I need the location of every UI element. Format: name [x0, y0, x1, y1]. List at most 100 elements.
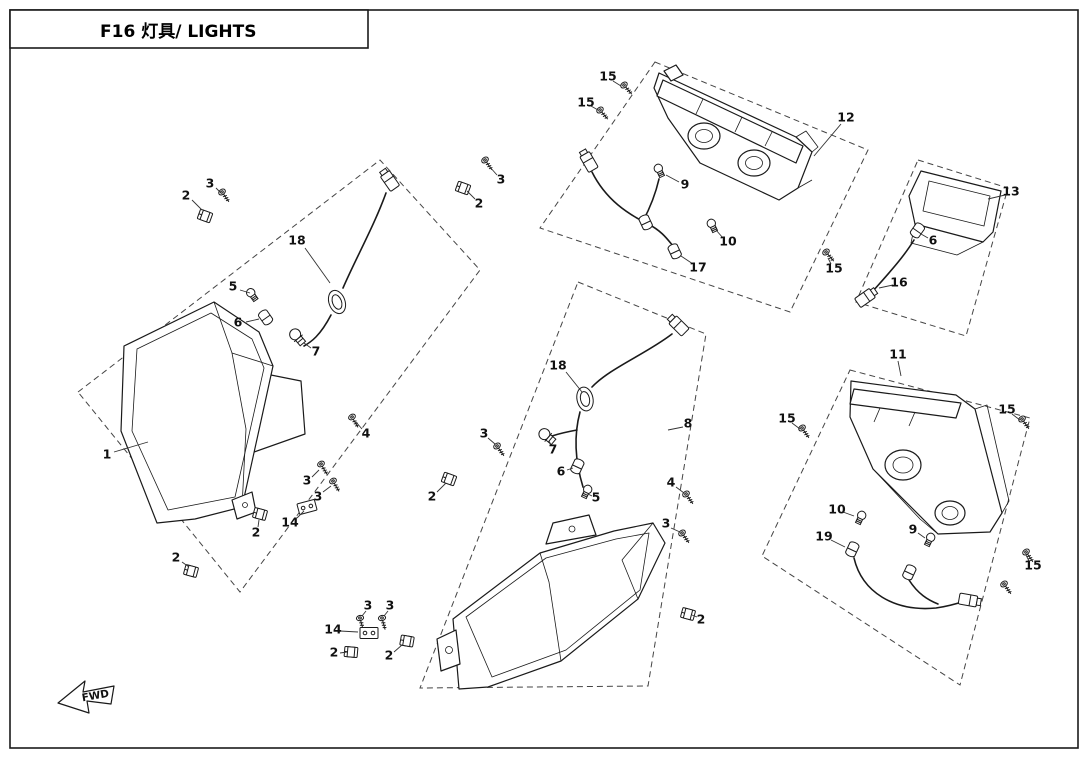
bulb-socket-icon — [901, 563, 918, 582]
wire — [872, 239, 915, 292]
screw-icon — [1017, 414, 1033, 432]
screw-icon — [217, 187, 233, 205]
bulb-socket-icon — [569, 457, 586, 476]
callout-leader — [1011, 413, 1021, 421]
page-title: F16 灯具/ LIGHTS — [100, 22, 257, 42]
grommet-icon — [574, 385, 596, 413]
connector-icon — [665, 312, 690, 337]
clip-nut-icon — [679, 606, 697, 622]
callout-14: 14 — [324, 622, 342, 637]
callout-leader — [670, 527, 681, 533]
callout-leader — [191, 199, 203, 211]
callout-leader — [878, 284, 894, 289]
screw-icon — [377, 614, 390, 632]
callout-14: 14 — [281, 515, 299, 530]
callout-7: 7 — [549, 442, 558, 457]
callout-12: 12 — [837, 110, 854, 125]
bulb-socket-icon — [844, 540, 861, 559]
page-border — [9, 9, 1079, 749]
callout-leader — [830, 539, 846, 548]
callout-leader — [436, 482, 447, 493]
callout-2: 2 — [182, 188, 191, 203]
clip-nut-icon — [251, 506, 269, 522]
callout-leader — [691, 614, 698, 618]
callout-leader — [339, 651, 348, 654]
title-block — [9, 9, 369, 49]
grommet-icon — [324, 287, 350, 317]
bulb-socket-icon — [637, 213, 654, 232]
callout-leader — [355, 421, 363, 430]
callout-7: 7 — [312, 344, 321, 359]
callout-leader — [113, 441, 149, 453]
connector-icon — [377, 166, 401, 193]
screw-icon — [328, 476, 343, 494]
group-outlines — [77, 61, 1031, 689]
callout-leader — [245, 318, 260, 323]
group-outline-rearlight — [761, 369, 1031, 686]
callout-leader — [987, 194, 1006, 200]
callout-15: 15 — [1024, 558, 1041, 573]
callout-leader — [667, 426, 684, 431]
wire — [551, 429, 578, 437]
callout-leader — [339, 630, 359, 633]
callout-leader — [842, 511, 855, 517]
callout-16: 16 — [890, 275, 908, 290]
rear-light-assembly — [849, 380, 1010, 535]
callout-5: 5 — [229, 279, 238, 294]
bulb-icon — [244, 286, 260, 304]
callout-8: 8 — [684, 416, 693, 431]
callout-3: 3 — [662, 516, 671, 531]
bulb-icon — [922, 531, 937, 548]
callout-17: 17 — [689, 260, 706, 275]
wire — [591, 171, 674, 247]
callout-6: 6 — [234, 315, 243, 330]
callout-4: 4 — [362, 426, 371, 441]
bulb-icon — [853, 509, 868, 526]
fwd-arrow: FWD — [57, 680, 115, 714]
callout-leader — [548, 440, 552, 446]
callout-leader — [813, 123, 842, 157]
callout-15: 15 — [577, 95, 594, 110]
callout-4: 4 — [667, 475, 676, 490]
callout-3: 3 — [497, 172, 506, 187]
callout-leader — [383, 610, 389, 617]
wire — [908, 579, 939, 605]
group-outline-license-lamp — [855, 159, 1009, 337]
bracket-icon — [359, 627, 379, 639]
callout-leader — [715, 229, 724, 239]
callout-leader — [590, 105, 599, 111]
callout-leader — [361, 610, 367, 617]
callout-leader — [296, 510, 305, 519]
group-outline-taillight — [539, 61, 869, 313]
callout-leader — [897, 360, 902, 377]
callout-2: 2 — [252, 525, 261, 540]
callout-19: 19 — [815, 529, 832, 544]
callout-leader — [466, 190, 476, 200]
headlight-assembly-left — [120, 301, 306, 524]
callout-leader — [565, 371, 583, 393]
callout-3: 3 — [303, 473, 312, 488]
callout-leader — [920, 233, 929, 239]
callout-2: 2 — [475, 196, 484, 211]
callout-18: 18 — [549, 358, 566, 373]
callout-leader — [304, 247, 331, 284]
callout-1: 1 — [103, 447, 112, 462]
clip-nut-icon — [440, 471, 458, 487]
wire — [575, 411, 584, 488]
screw-icon — [347, 412, 362, 430]
screw-icon — [595, 105, 611, 123]
callout-leader — [322, 485, 332, 493]
callout-leader — [239, 289, 251, 294]
headlight-assembly-center — [436, 514, 666, 690]
callout-15: 15 — [998, 402, 1015, 417]
wire — [303, 314, 332, 347]
bulb-icon — [652, 162, 667, 179]
bulb-socket-icon — [256, 307, 275, 327]
callout-leader — [1025, 554, 1030, 562]
wire — [591, 333, 673, 388]
callout-leader — [303, 342, 312, 349]
callout-13: 13 — [1002, 184, 1019, 199]
group-outline-headlight-left — [77, 159, 481, 593]
callout-3: 3 — [206, 176, 215, 191]
